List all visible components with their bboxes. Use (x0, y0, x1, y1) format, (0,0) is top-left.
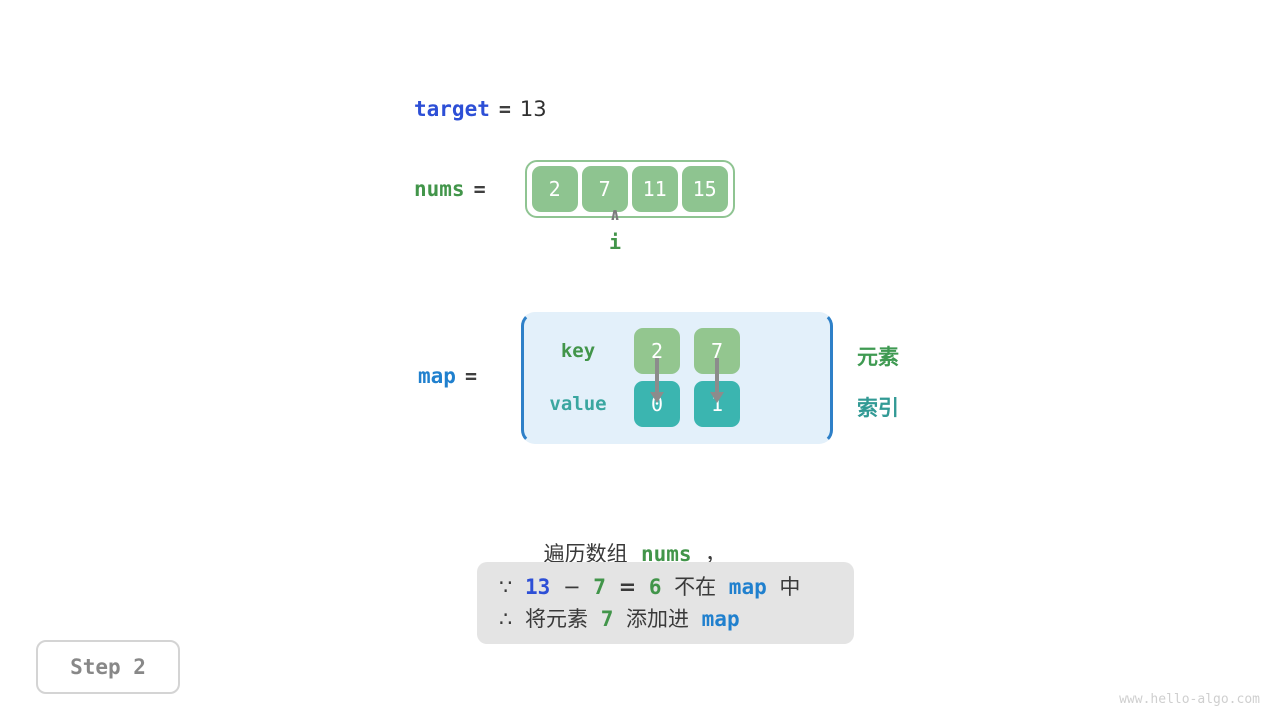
side-label-element: 元素 (857, 345, 899, 369)
nums-equals-sign: = (473, 177, 486, 201)
note-code-map-2: map (701, 607, 740, 631)
nums-row: nums = 2 7 11 15 (414, 160, 735, 218)
description-suffix: ， (704, 542, 726, 566)
map-value-cell-0: 0 (634, 381, 680, 427)
note2-number: 7 (600, 607, 614, 631)
caret-up-icon: ∧ (609, 205, 621, 225)
map-row: map = (418, 364, 486, 388)
pointer-label-i: i (608, 230, 622, 254)
map-equals-sign: = (464, 364, 477, 388)
map-key-row-label: key (560, 340, 596, 362)
note-line-1: ∵ 13 − 7 = 6 不在 map 中 (499, 571, 832, 603)
note-operand-a: 13 (525, 575, 551, 599)
nums-variable-label: nums (414, 177, 465, 201)
note-box: ∵ 13 − 7 = 6 不在 map 中 ∴ 将元素 7 添加进 map (477, 562, 854, 644)
target-equals-sign: = (498, 97, 511, 121)
note2-pre-text: 将元素 (525, 607, 589, 631)
array-cell-1: 7 (581, 166, 628, 212)
nums-array-container: 2 7 11 15 (524, 160, 735, 218)
therefore-symbol: ∴ (499, 607, 513, 631)
index-pointer-group: ∧ i (596, 206, 634, 255)
note-operand-b: 7 (593, 575, 606, 599)
note-mid-text: 不在 (674, 575, 717, 599)
array-cell-3: 15 (681, 166, 728, 212)
map-variable-label: map (418, 364, 456, 388)
array-cell-0: 2 (531, 166, 578, 212)
note-line-2: ∴ 将元素 7 添加进 map (499, 603, 832, 635)
map-value-row-label: value (549, 393, 607, 415)
target-row: target = 13 (414, 94, 547, 124)
equals-symbol: = (618, 575, 637, 599)
side-label-index: 索引 (857, 396, 899, 420)
target-variable-label: target (414, 97, 490, 121)
note2-mid-text: 添加进 (626, 607, 689, 631)
because-symbol: ∵ (499, 575, 513, 599)
note-code-map-1: map (728, 575, 767, 599)
step-badge: Step 2 (36, 640, 180, 694)
array-cell-2: 11 (631, 166, 678, 212)
target-value: 13 (519, 97, 547, 121)
minus-symbol: − (562, 575, 581, 599)
watermark: www.hello-algo.com (1119, 692, 1260, 707)
note-end-text: 中 (779, 575, 801, 599)
note-result: 6 (648, 575, 662, 599)
